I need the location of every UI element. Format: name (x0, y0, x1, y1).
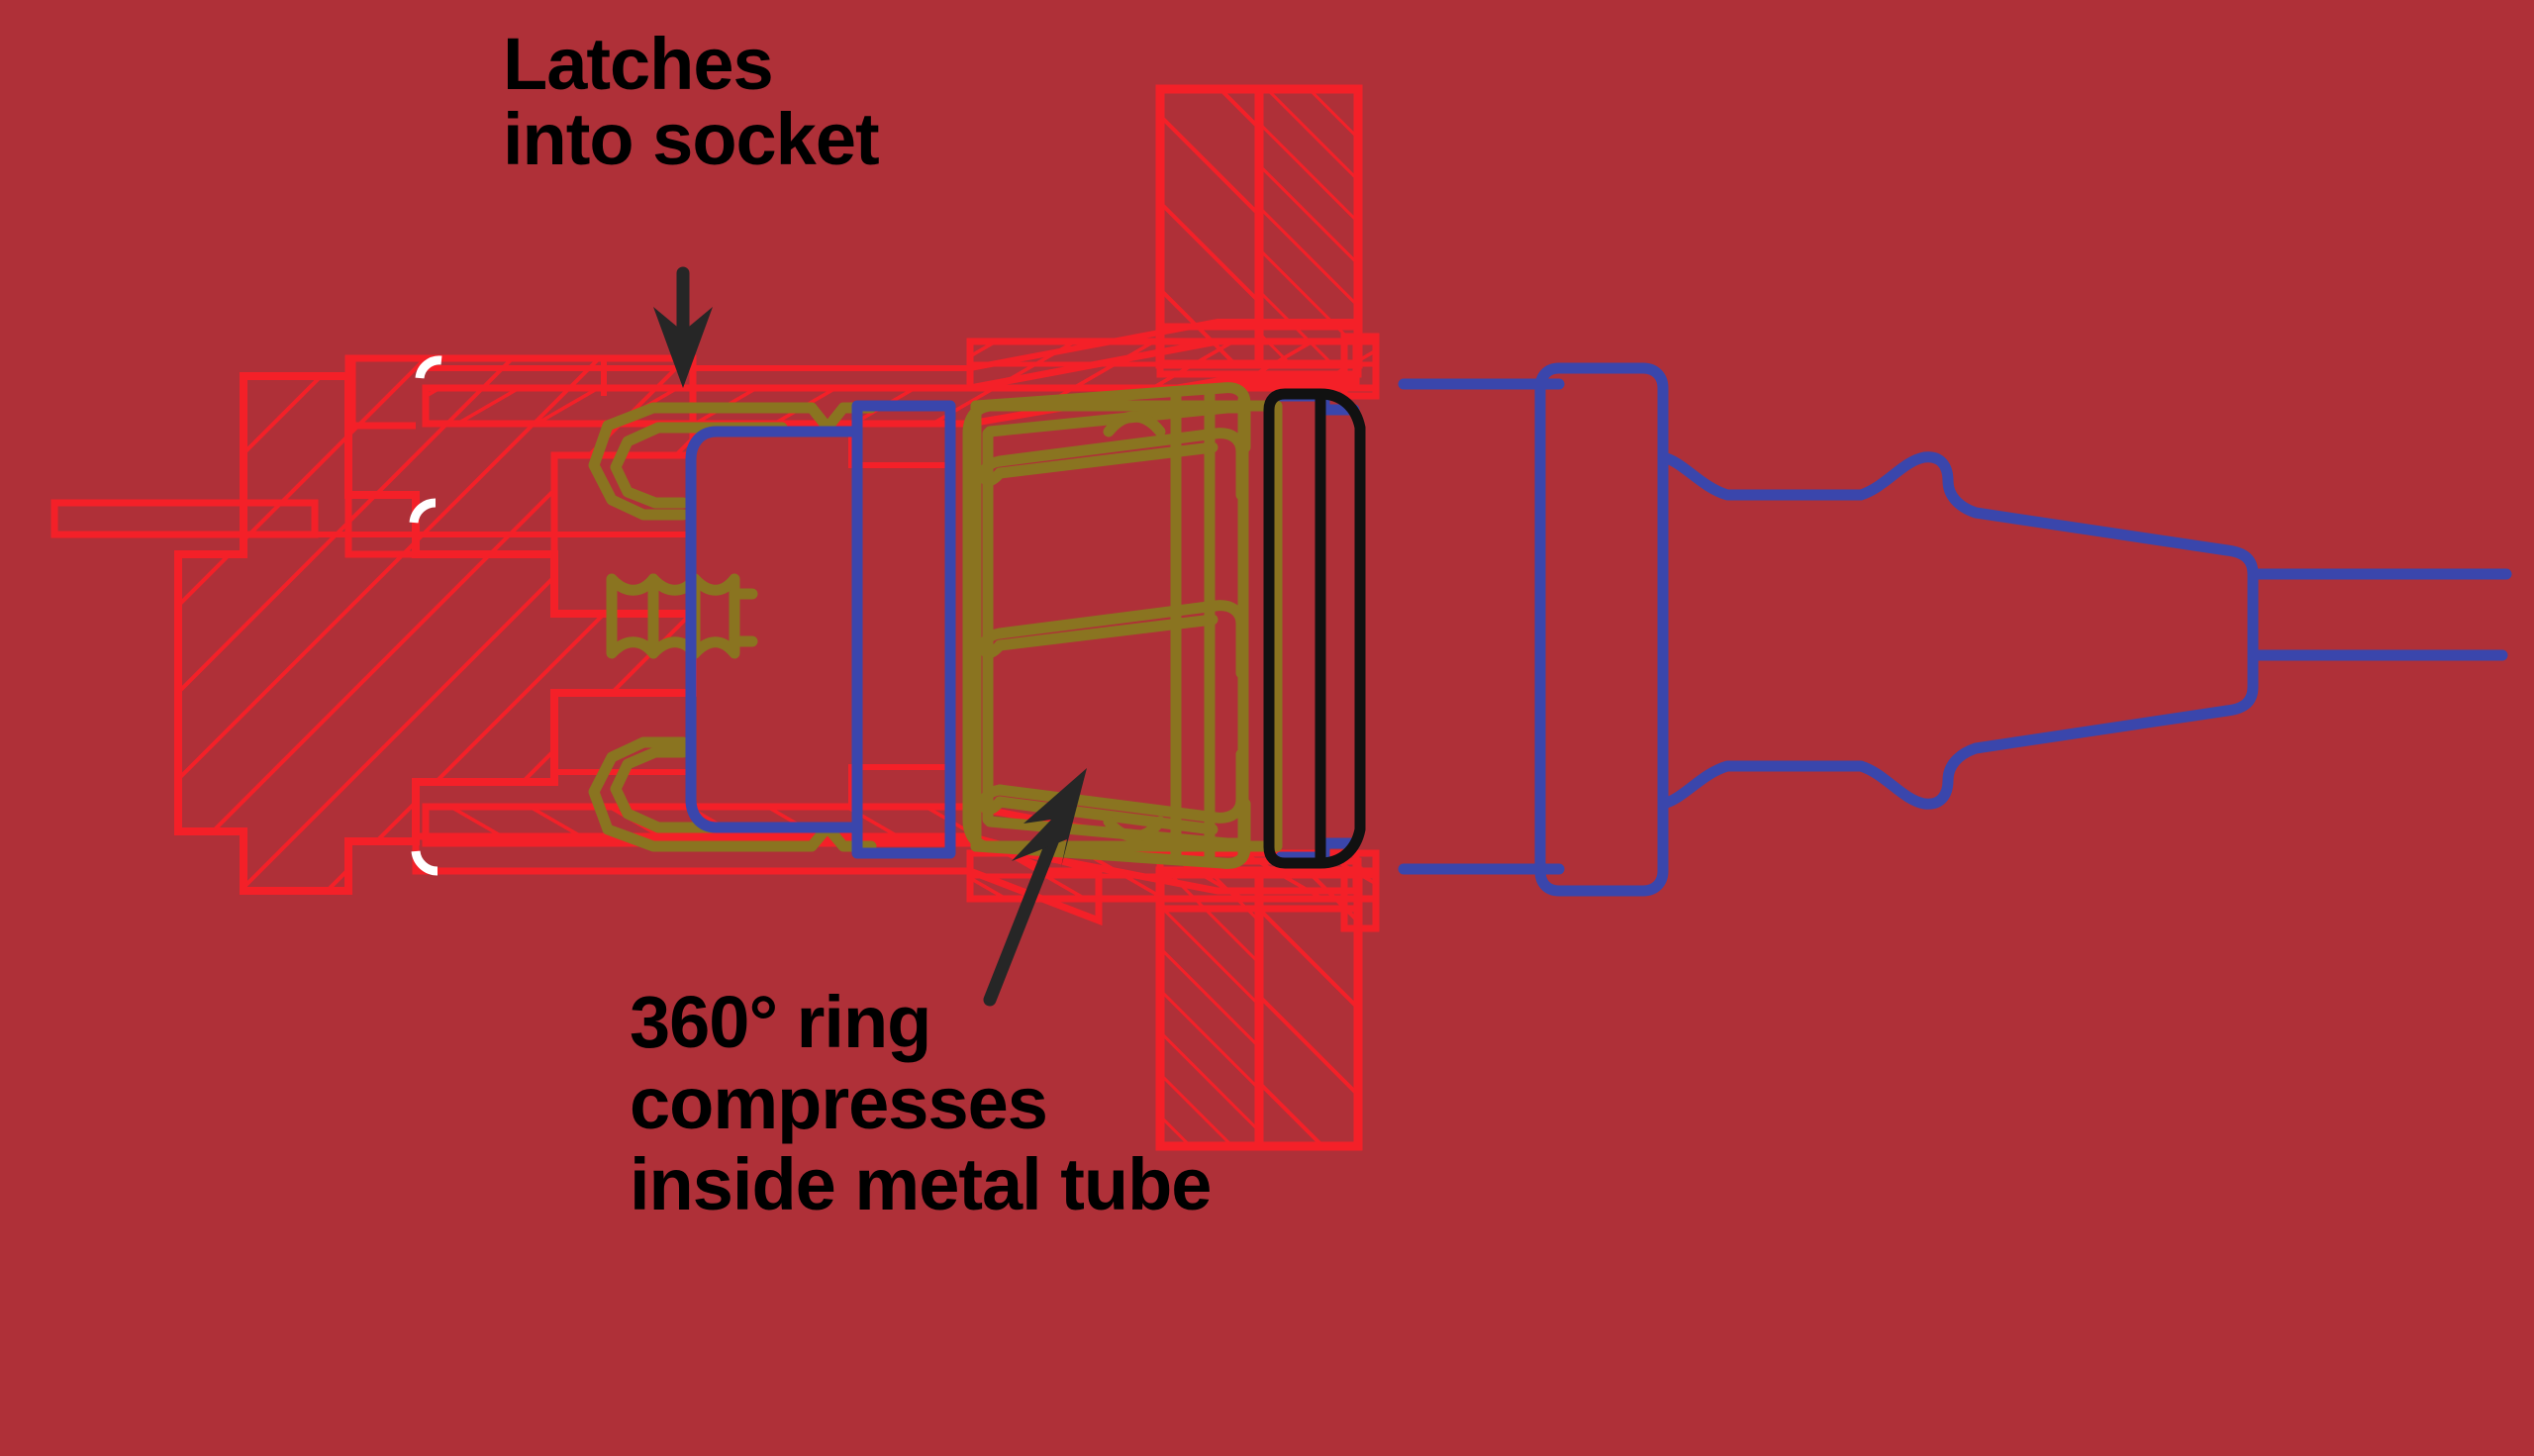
socket-nick-3 (411, 850, 439, 876)
annotation-latches-arrow-head (653, 273, 713, 388)
annotation-ring-arrow-head (1012, 768, 1087, 867)
annotation-ring-line2: compresses (630, 1062, 1047, 1144)
bulkhead-upper-right-leg (1254, 84, 1363, 369)
annotation-ring-line1: 360° ring (630, 981, 930, 1063)
annotation-ring-line3: inside metal tube (630, 1143, 1211, 1225)
plug-body (685, 362, 2512, 897)
bulkhead-lower-left-leg (1155, 866, 1264, 1151)
socket-nick-1 (409, 498, 437, 524)
ferrule-left-wall (1263, 388, 1320, 869)
plug-front-barrel (685, 426, 863, 833)
latch-arm-lower-inner (610, 746, 788, 833)
socket-nick-2 (415, 355, 442, 379)
ring-barb-lower (1103, 816, 1166, 842)
latch-arm-lower-outer (588, 736, 788, 852)
bulkhead-upper-left-leg (1155, 84, 1264, 369)
annotation-latches-line2: into socket (503, 98, 879, 180)
latch-spring-lower (689, 573, 740, 659)
metal-ferrule (1263, 388, 1366, 869)
latch-ring (588, 382, 1283, 869)
plug-boot-lower (1657, 705, 2233, 810)
plug-second-segment (851, 400, 956, 859)
socket-center-step-top (848, 424, 950, 468)
annotation-latches-line1: Latches (503, 23, 773, 105)
plug-collar (1534, 362, 1669, 897)
annotation-latches: Latches into socket (503, 23, 880, 388)
socket-left-step-lower (244, 778, 554, 895)
ferrule-outline (1315, 388, 1366, 869)
socket-top-lip (348, 358, 416, 430)
annotation-ring: 360° ring compresses inside metal tube (630, 768, 1212, 1225)
latch-arm-upper-outer (588, 402, 788, 521)
cable-jacket-end (2221, 544, 2259, 717)
plug-boot-upper (1657, 451, 2233, 556)
latch-arm-upper-inner (610, 422, 788, 509)
socket-center-step-bottom (848, 764, 950, 807)
ring-barb-upper (1103, 411, 1166, 437)
